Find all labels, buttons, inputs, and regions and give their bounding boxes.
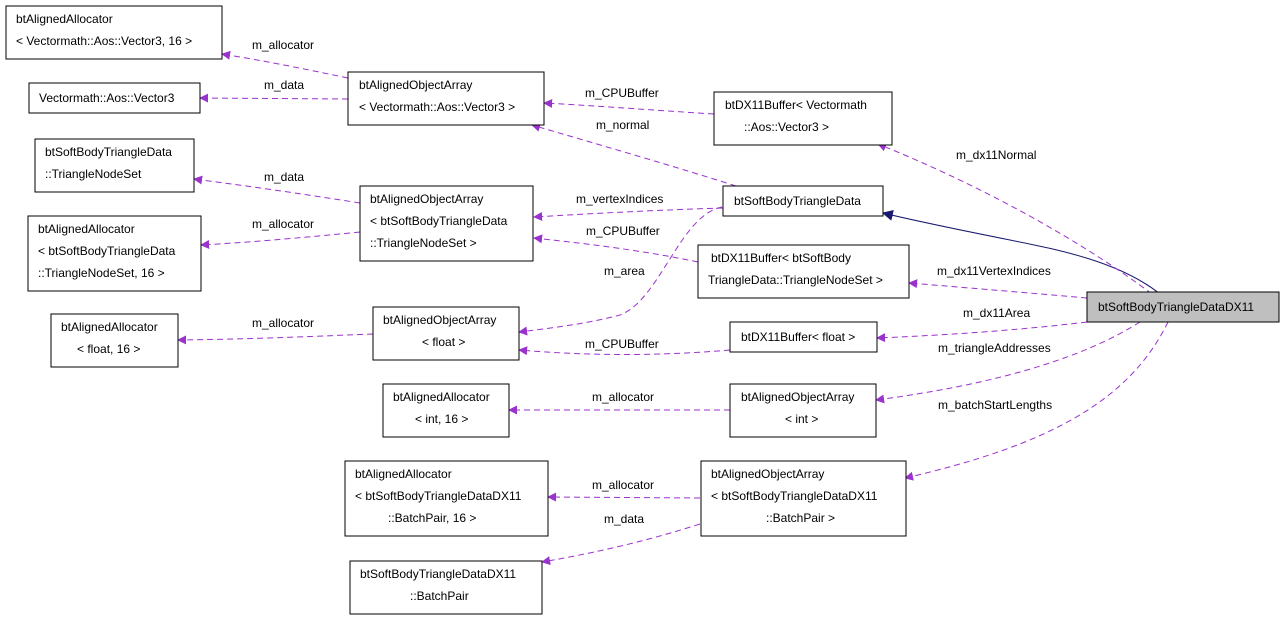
- node-label: ::BatchPair: [410, 589, 469, 603]
- node-label: < btSoftBodyTriangleData: [370, 214, 508, 228]
- nodes: btAlignedAllocator < Vectormath::Aos::Ve…: [5, 5, 1280, 615]
- node-label: ::TriangleNodeSet >: [370, 236, 477, 250]
- node-label: btAlignedObjectArray: [359, 78, 472, 92]
- node-label: btSoftBodyTriangleData: [734, 194, 861, 208]
- node-label: ::Aos::Vector3 >: [744, 120, 829, 134]
- edge-label: m_data: [264, 78, 304, 92]
- node-label: ::BatchPair, 16 >: [388, 511, 476, 525]
- edge-label: m_allocator: [252, 217, 314, 231]
- node-label: btAlignedAllocator: [393, 390, 490, 404]
- edge-aoa-bp-to-batchpair: [541, 523, 701, 566]
- edge-label: m_allocator: [592, 478, 654, 492]
- edge-main-to-dx-vec3: [877, 142, 1153, 295]
- edges: [177, 50, 1169, 566]
- node-label: < int >: [785, 412, 818, 426]
- edge-label: m_CPUBuffer: [586, 224, 660, 238]
- node-label: btAlignedObjectArray: [383, 313, 496, 327]
- edge-aoa-vec3-to-vector3: [199, 93, 349, 103]
- edge-label: m_dx11VertexIndices: [937, 264, 1051, 278]
- node-label: < float, 16 >: [77, 342, 140, 356]
- edge-label: m_dx11Normal: [956, 148, 1036, 162]
- edge-label: m_CPUBuffer: [585, 86, 659, 100]
- edge-label: m_data: [604, 512, 644, 526]
- node-label: btDX11Buffer< btSoftBody: [711, 251, 851, 265]
- node-label: btAlignedObjectArray: [711, 467, 824, 481]
- edge-label: m_allocator: [592, 390, 654, 404]
- node-dx11-buffer-vector3[interactable]: btDX11Buffer< Vectormath ::Aos::Vector3 …: [713, 91, 893, 146]
- node-label: < int, 16 >: [415, 412, 468, 426]
- edge-aoa-tns-to-allocator: [200, 231, 361, 250]
- edge-label: m_dx11Area: [963, 306, 1030, 320]
- node-batch-pair[interactable]: btSoftBodyTriangleDataDX11 ::BatchPair: [349, 560, 543, 615]
- node-aligned-allocator-int[interactable]: btAlignedAllocator < int, 16 >: [382, 383, 510, 438]
- node-label: btSoftBodyTriangleDataDX11: [360, 567, 516, 581]
- node-label: btAlignedObjectArray: [741, 390, 854, 404]
- node-label: < float >: [422, 335, 465, 349]
- edge-dx-vec3-to-aoa-vec3: [543, 98, 715, 115]
- node-aligned-allocator-float[interactable]: btAlignedAllocator < float, 16 >: [50, 313, 179, 368]
- edge-label: m_area: [604, 264, 645, 278]
- edge-dx-tns-to-aoa-tns: [533, 234, 699, 263]
- edge-main-to-aoa-int: [875, 321, 1141, 404]
- node-dx11-buffer-float[interactable]: btDX11Buffer< float >: [729, 321, 878, 353]
- node-aligned-allocator-triangle-node-set[interactable]: btAlignedAllocator < btSoftBodyTriangleD…: [27, 215, 202, 292]
- node-label: Vectormath::Aos::Vector3: [39, 91, 175, 105]
- node-label: ::TriangleNodeSet: [45, 167, 142, 181]
- node-label: btDX11Buffer< Vectormath: [725, 98, 867, 112]
- edge-main-to-tri: [881, 209, 1161, 295]
- edge-labels: m_allocator m_data m_CPUBuffer m_normal …: [252, 38, 1052, 526]
- edge-label: m_CPUBuffer: [585, 337, 659, 351]
- node-label: ::BatchPair >: [766, 511, 835, 525]
- node-label: ::TriangleNodeSet, 16 >: [38, 266, 165, 280]
- edge-dx-float-to-aoa-float: [518, 346, 731, 356]
- edge-aoa-vec3-to-allocator: [221, 50, 349, 79]
- node-label: < btSoftBodyTriangleDataDX11: [355, 489, 522, 503]
- node-label: btAlignedObjectArray: [370, 192, 483, 206]
- edge-label: m_triangleAddresses: [938, 341, 1051, 355]
- edge-label: m_normal: [596, 118, 649, 132]
- node-aligned-object-array-int[interactable]: btAlignedObjectArray < int >: [729, 383, 877, 438]
- node-soft-body-triangle-data-dx11[interactable]: btSoftBodyTriangleDataDX11: [1086, 291, 1280, 323]
- node-label: btAlignedAllocator: [61, 320, 158, 334]
- node-label: TriangleData::TriangleNodeSet >: [708, 273, 883, 287]
- edge-main-to-aoa-bp: [904, 321, 1169, 481]
- edge-main-to-dx-float: [876, 321, 1088, 343]
- edge-main-to-dx-tns: [908, 279, 1088, 299]
- node-vector3[interactable]: Vectormath::Aos::Vector3: [28, 82, 201, 114]
- node-label: < Vectormath::Aos::Vector3 >: [359, 100, 515, 114]
- edge-label: m_vertexIndices: [576, 192, 663, 206]
- edge-aoa-bp-to-allocator: [547, 492, 701, 502]
- node-label: btSoftBodyTriangleDataDX11: [1098, 300, 1254, 314]
- node-aligned-allocator-batch-pair[interactable]: btAlignedAllocator < btSoftBodyTriangleD…: [344, 460, 549, 537]
- edge-tri-to-aoa-tns: [533, 207, 724, 222]
- edge-tri-to-aoa-vec3: [531, 122, 737, 187]
- node-aligned-object-array-triangle-node-set[interactable]: btAlignedObjectArray < btSoftBodyTriangl…: [359, 185, 534, 262]
- edge-label: m_allocator: [252, 316, 314, 330]
- edge-label: m_allocator: [252, 38, 314, 52]
- node-label: < btSoftBodyTriangleDataDX11: [711, 489, 878, 503]
- node-label: btSoftBodyTriangleData: [45, 145, 172, 159]
- node-label: btDX11Buffer< float >: [741, 330, 855, 344]
- edge-tri-to-aoa-float: [518, 206, 723, 336]
- node-dx11-buffer-triangle-node-set[interactable]: btDX11Buffer< btSoftBody TriangleData::T…: [697, 244, 910, 299]
- node-label: btAlignedAllocator: [16, 12, 113, 26]
- node-label: < btSoftBodyTriangleData: [38, 244, 176, 258]
- node-label: < Vectormath::Aos::Vector3, 16 >: [16, 34, 192, 48]
- edge-aoa-float-to-allocator: [177, 333, 374, 345]
- node-aligned-allocator-vector3[interactable]: btAlignedAllocator < Vectormath::Aos::Ve…: [5, 5, 223, 60]
- edge-label: m_batchStartLengths: [938, 398, 1052, 412]
- node-aligned-object-array-vector3[interactable]: btAlignedObjectArray < Vectormath::Aos::…: [347, 71, 545, 126]
- node-label: btAlignedAllocator: [355, 467, 452, 481]
- node-aligned-object-array-batch-pair[interactable]: btAlignedObjectArray < btSoftBodyTriangl…: [700, 460, 907, 537]
- node-soft-body-triangle-data[interactable]: btSoftBodyTriangleData: [722, 185, 884, 217]
- node-label: btAlignedAllocator: [38, 222, 135, 236]
- node-triangle-node-set[interactable]: btSoftBodyTriangleData ::TriangleNodeSet: [34, 138, 195, 193]
- edge-label: m_data: [264, 170, 304, 184]
- node-aligned-object-array-float[interactable]: btAlignedObjectArray < float >: [372, 306, 520, 361]
